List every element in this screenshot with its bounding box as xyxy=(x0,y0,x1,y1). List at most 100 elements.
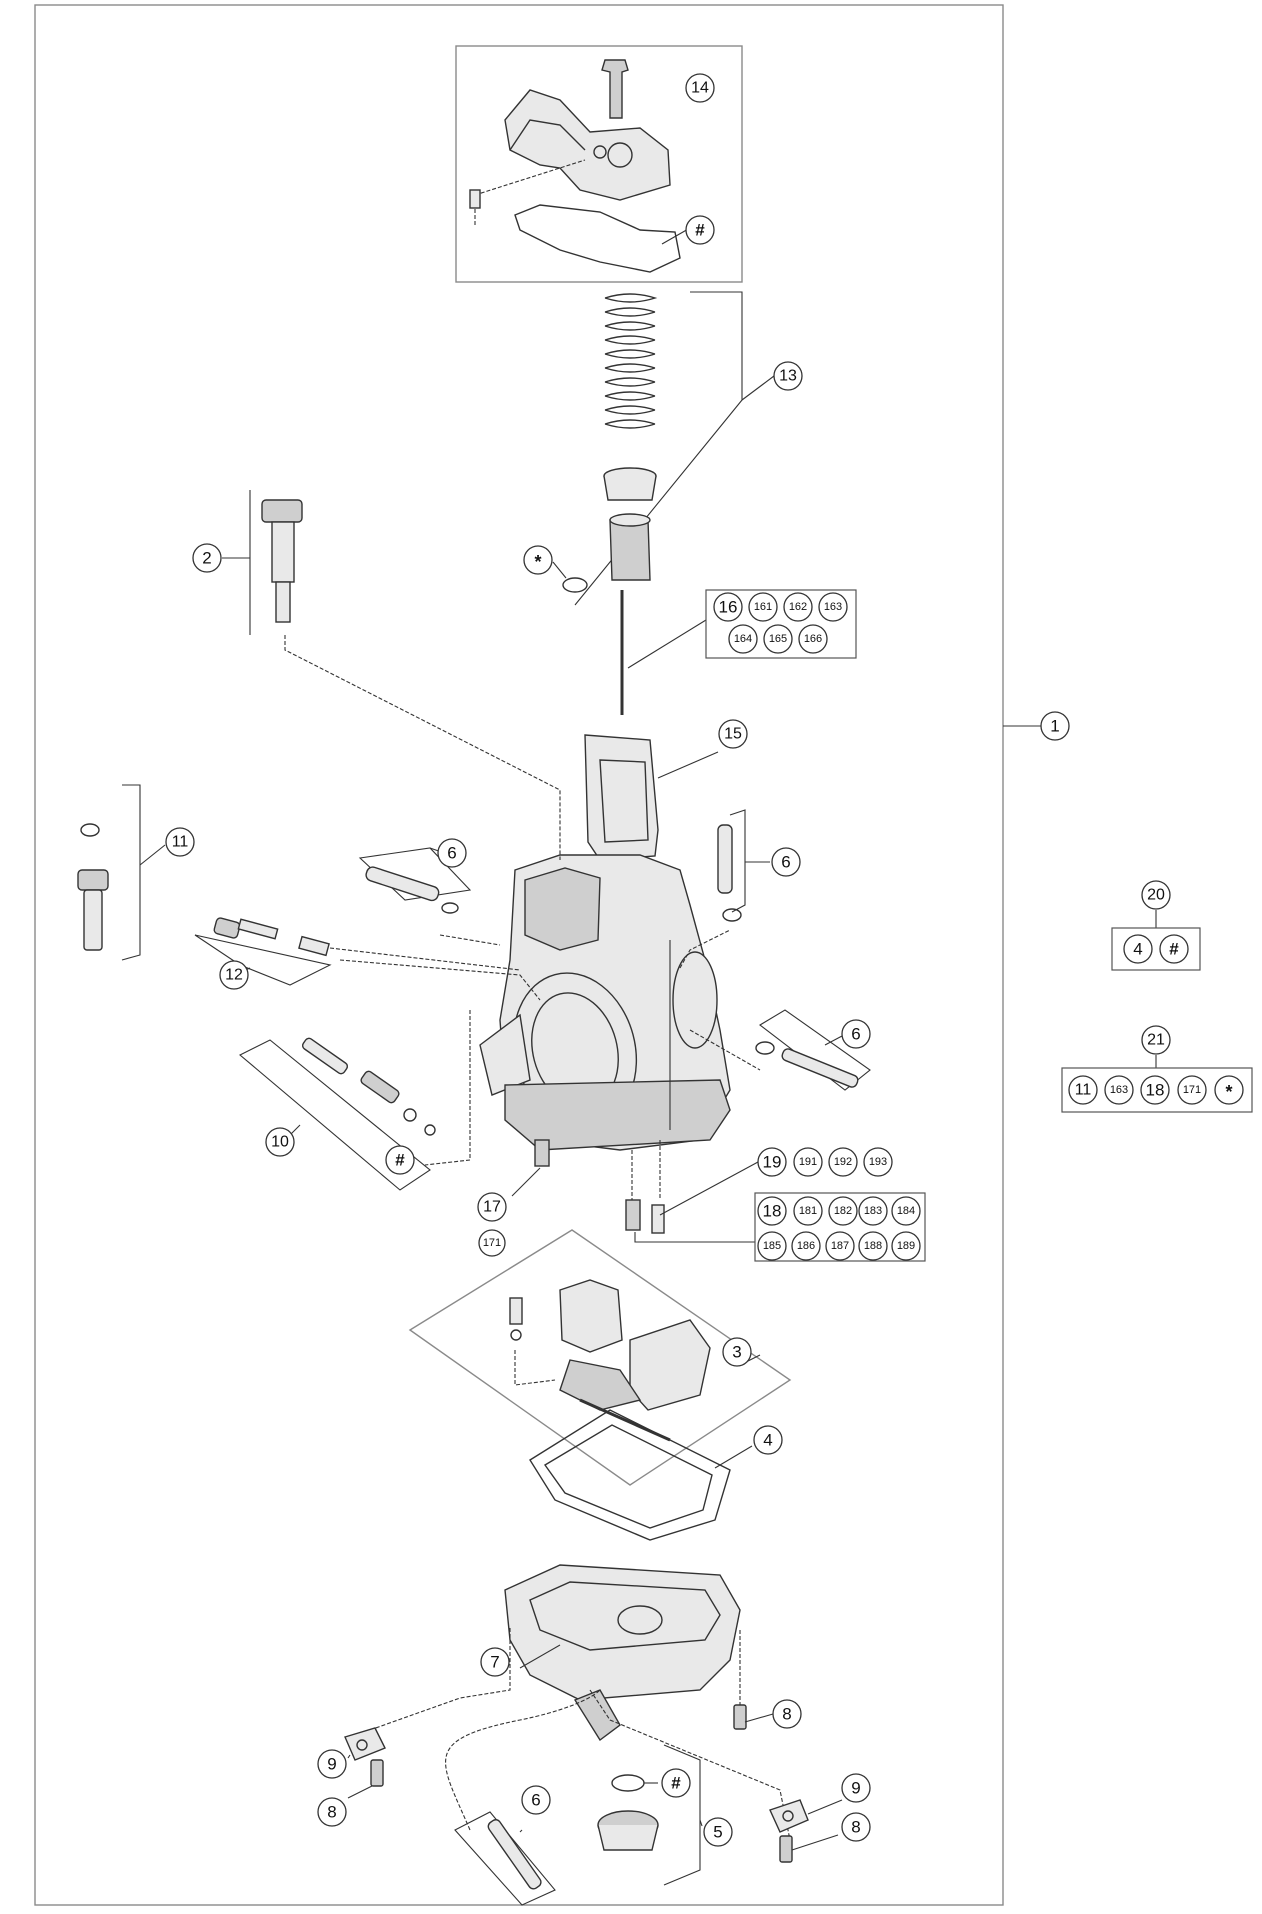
callout-label: # xyxy=(395,1151,405,1170)
callout-5: 5 xyxy=(703,1817,733,1847)
callout-label: 6 xyxy=(447,844,456,863)
callout-10: 10 xyxy=(265,1127,295,1157)
needle-option-165: 165 xyxy=(763,624,793,654)
callout-label: 189 xyxy=(897,1240,915,1252)
callout-label: 18 xyxy=(763,1202,782,1221)
callout-label: * xyxy=(1225,1082,1232,1102)
needle-option-166: 166 xyxy=(798,624,828,654)
needle-option-16: 16 xyxy=(713,592,743,622)
callout-label: 6 xyxy=(851,1025,860,1044)
needle-option-161: 161 xyxy=(748,592,778,622)
callout-label: 183 xyxy=(864,1205,882,1217)
jet-option-18: 18 xyxy=(757,1196,787,1226)
callout-label: 166 xyxy=(804,633,822,645)
callout-label: 17 xyxy=(483,1199,501,1216)
kit-20-label: 20 xyxy=(1141,880,1171,910)
callout-label: 19 xyxy=(763,1153,782,1172)
kit-21-item-18: 18 xyxy=(1140,1075,1170,1105)
main-jet xyxy=(625,1199,665,1234)
jet-option-181: 181 xyxy=(793,1196,823,1226)
callout-3: 3 xyxy=(722,1337,752,1367)
callout-label: 6 xyxy=(531,1791,540,1810)
callout-label: 188 xyxy=(864,1240,882,1252)
kit-21-item-star: * xyxy=(1214,1075,1244,1105)
callout-label: 187 xyxy=(831,1240,849,1252)
needle-holder xyxy=(609,513,651,581)
kit-20-item-hash: # xyxy=(1159,934,1189,964)
callout-label: 185 xyxy=(763,1240,781,1252)
callout-8-right-lower: 8 xyxy=(841,1812,871,1842)
callout-label: 21 xyxy=(1147,1032,1165,1049)
callout-label: 164 xyxy=(734,633,752,645)
callout-7: 7 xyxy=(480,1647,510,1677)
callout-label: 8 xyxy=(782,1705,791,1724)
jet-option-192: 192 xyxy=(828,1147,858,1177)
guide-tube-right-lower xyxy=(781,1048,859,1088)
jet-option-186: 186 xyxy=(791,1231,821,1261)
callout-15: 15 xyxy=(718,719,748,749)
jet-option-191: 191 xyxy=(793,1147,823,1177)
callout-14: 14 xyxy=(685,73,715,103)
float-bowl xyxy=(504,1564,741,1742)
callout-6-mid-right: 6 xyxy=(841,1019,871,1049)
callout-label: # xyxy=(1169,940,1179,959)
bowl-screw-right xyxy=(779,1835,793,1863)
float-bowl-gasket xyxy=(529,1409,731,1541)
callout-label: 1 xyxy=(1050,717,1059,736)
float-group-box xyxy=(408,1229,792,1486)
callout-label: 5 xyxy=(713,1823,722,1842)
callout-label: 18 xyxy=(1146,1081,1165,1100)
callout-label: 12 xyxy=(225,967,243,984)
callout-label: 20 xyxy=(1147,887,1165,904)
jet-option-193: 193 xyxy=(863,1147,893,1177)
jet-option-182: 182 xyxy=(828,1196,858,1226)
assembly-frame xyxy=(34,4,1004,1906)
callout-label: 192 xyxy=(834,1156,852,1168)
callout-1: 1 xyxy=(1040,711,1070,741)
drain-o-ring xyxy=(611,1774,645,1792)
pilot-screw xyxy=(301,1037,436,1136)
cap-gasket xyxy=(514,204,681,273)
float-assembly xyxy=(559,1279,711,1442)
callout-11: 11 xyxy=(165,827,195,857)
overflow-tube xyxy=(487,1819,542,1890)
pilot-jet-17 xyxy=(534,1139,550,1167)
callout-label: 162 xyxy=(789,601,807,613)
guide-tube-right xyxy=(717,824,733,894)
callout-label: 11 xyxy=(172,834,189,851)
callout-label: 15 xyxy=(724,726,742,743)
callout-label: 6 xyxy=(781,853,790,872)
pilot-jet xyxy=(77,869,109,951)
air-screw xyxy=(213,917,330,957)
jet-option-185: 185 xyxy=(757,1231,787,1261)
callout-4: 4 xyxy=(753,1425,783,1455)
kit-21-label: 21 xyxy=(1141,1025,1171,1055)
cap-screw xyxy=(469,189,481,209)
callout-label: 163 xyxy=(1110,1084,1128,1096)
callout-8-left: 8 xyxy=(317,1797,347,1827)
kit-20-item-4: 4 xyxy=(1123,934,1153,964)
callout-label: 161 xyxy=(754,601,772,613)
slide-spring xyxy=(604,293,658,429)
callout-hash-drain: # xyxy=(661,1768,691,1798)
kit-21-item-171: 171 xyxy=(1177,1075,1207,1105)
callout-label: 14 xyxy=(691,80,709,97)
callout-label: 8 xyxy=(851,1818,860,1837)
o-ring xyxy=(562,577,588,593)
float-needle xyxy=(509,1297,523,1341)
carburetor-body xyxy=(479,854,731,1151)
callout-12: 12 xyxy=(219,960,249,990)
callout-8-right-upper: 8 xyxy=(772,1699,802,1729)
jet-option-188: 188 xyxy=(858,1231,888,1261)
idle-adjust-screw xyxy=(261,499,303,623)
callout-9-right: 9 xyxy=(841,1773,871,1803)
callout-6-upper-right: 6 xyxy=(771,847,801,877)
callout-label: 191 xyxy=(799,1156,817,1168)
callout-6-upper-left: 6 xyxy=(437,838,467,868)
bowl-screw-left xyxy=(370,1759,384,1787)
throttle-slide xyxy=(584,734,659,861)
callout-label: 7 xyxy=(490,1653,499,1672)
needle-option-164: 164 xyxy=(728,624,758,654)
callout-17: 17 xyxy=(477,1192,507,1222)
